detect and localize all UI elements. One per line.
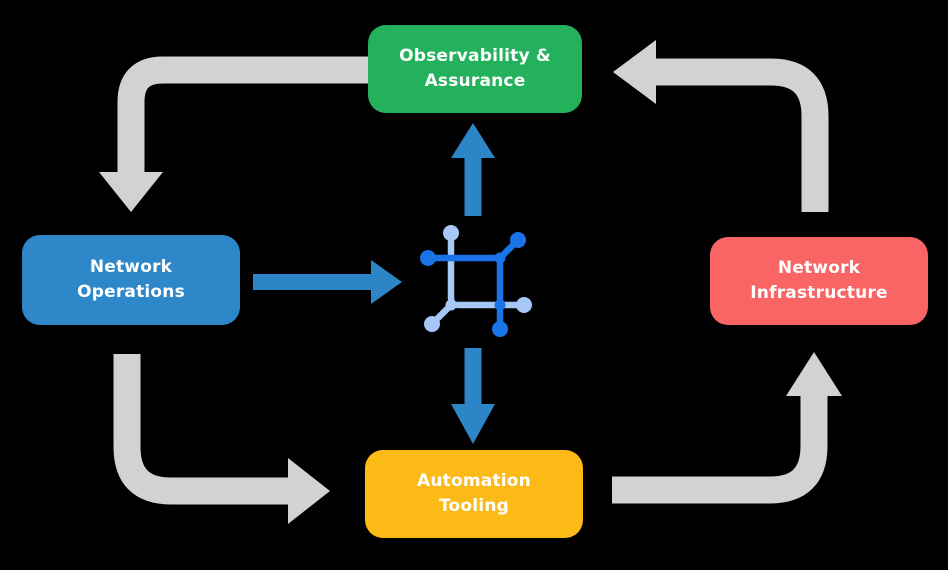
node-network-infrastructure: Network Infrastructure [710,237,928,325]
network-mesh-icon-light-strand [424,225,532,332]
arrow-infrastructure-to-observability [613,40,829,212]
arrow-tooling-to-infrastructure [612,352,842,504]
arrow-operations-to-tooling [113,354,330,524]
node-observability-assurance: Observability & Assurance [368,25,582,113]
arrow-observability-to-operations [99,56,369,212]
node-network-operations: Network Operations [22,235,240,325]
arrow-center-to-observability [451,123,495,216]
arrow-center-to-tooling [451,348,495,444]
node-automation-tooling: Automation Tooling [365,450,583,538]
network-mesh-icon [420,225,532,337]
arrow-operations-to-center [253,260,402,304]
network-mesh-icon-dark-strand [420,232,526,337]
